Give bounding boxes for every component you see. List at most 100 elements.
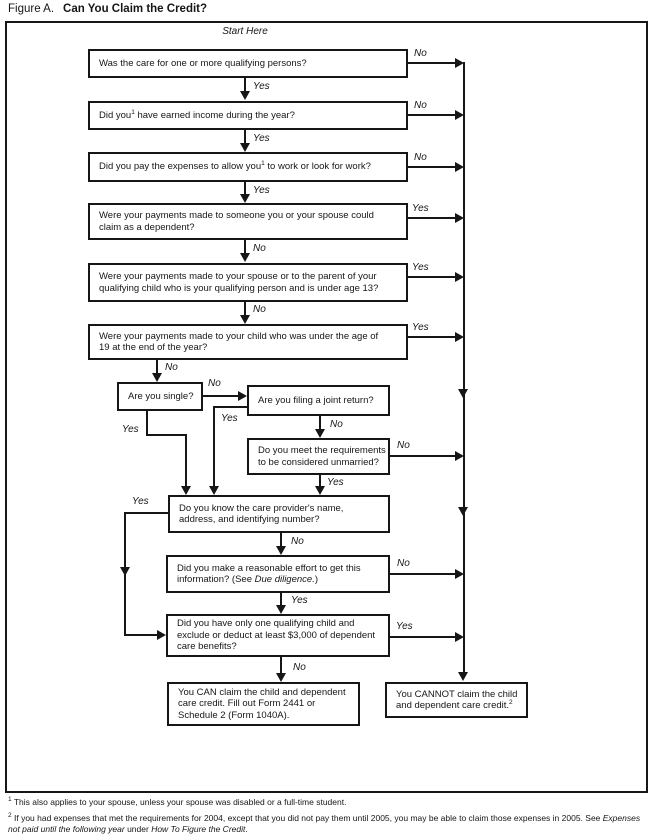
box-are-you-single-text: Are you single? <box>128 390 194 402</box>
footnote-ref-1: 1 <box>131 108 135 116</box>
arrow-pay-no-line <box>408 166 455 168</box>
arrow-qualifying-yes-line <box>244 78 246 92</box>
arrow-earned-yes-line <box>244 130 246 144</box>
box-one-qualifying-child-line2: exclude or deduct at least $3,000 of dep… <box>177 629 376 641</box>
arrow-dependent-yes-head <box>455 213 464 223</box>
collector-mid-arrow-1 <box>458 389 468 398</box>
arrow-one-child-no-line <box>280 657 282 673</box>
box-pay-expenses-pre: Did you pay the expenses to allow you <box>99 161 262 173</box>
box-earned-income-pre: Did you <box>99 109 132 121</box>
collector-line <box>463 62 465 673</box>
box-child-under-19-line1: Were your payments made to your child wh… <box>99 330 379 342</box>
label-provider-no: No <box>291 536 304 547</box>
box-cannot-claim-line2: and dependent care credit.2 <box>396 699 522 712</box>
box-provider-info-line2: address, and identifying number? <box>179 514 320 525</box>
box-reasonable-effort: Did you make a reasonable effort to get … <box>166 555 390 593</box>
arrow-unmarried-no-head <box>455 451 464 461</box>
arrow-joint-no-line <box>319 416 321 430</box>
box-cannot-claim-line2-text: and dependent care credit. <box>396 700 510 711</box>
arrow-pay-yes-head <box>240 194 250 203</box>
label-earned-yes: Yes <box>253 133 270 144</box>
box-can-claim-line2: care credit. Fill out Form 2441 or <box>178 698 316 710</box>
arrow-dependent-yes-line <box>408 217 455 219</box>
arrow-spouse-parent-yes-head <box>455 272 464 282</box>
box-joint-return-text: Are you filing a joint return? <box>258 394 374 406</box>
arrow-one-child-no-head <box>276 673 286 682</box>
collector-mid-arrow-2 <box>458 507 468 516</box>
label-unmarried-yes: Yes <box>327 477 344 488</box>
arrow-provider-yes-mid-head <box>120 567 130 576</box>
box-joint-return: Are you filing a joint return? <box>247 385 390 416</box>
arrow-child19-no-head <box>152 373 162 382</box>
arrow-provider-no-line <box>280 533 282 547</box>
arrow-spouse-parent-yes-line <box>408 276 455 278</box>
arrow-child19-yes-head <box>455 332 464 342</box>
arrow-qualifying-yes-head <box>240 91 250 100</box>
label-single-no: No <box>208 378 221 389</box>
label-one-child-yes: Yes <box>396 621 413 632</box>
label-dependent-no: No <box>253 243 266 254</box>
arrow-single-no-line <box>203 395 238 397</box>
footnote-ref-1: 1 <box>261 160 265 168</box>
arrow-into-cannot-box <box>458 672 468 681</box>
box-spouse-parent: Were your payments made to your spouse o… <box>88 263 408 302</box>
box-reasonable-effort-line2: information? (See Due diligence.) <box>177 574 384 586</box>
arrow-qualifying-no-line <box>408 62 455 64</box>
arrow-single-yes-seg1 <box>146 411 148 436</box>
box-child-under-19-line2: 19 at the end of the year? <box>99 342 208 353</box>
arrow-single-yes-head <box>181 486 191 495</box>
arrow-unmarried-yes-line <box>319 475 321 487</box>
box-spouse-parent-line1: Were your payments made to your spouse o… <box>99 271 377 282</box>
footnote-2-italic-how-to-figure: How To Figure the Credit <box>151 823 246 834</box>
arrow-dependent-no-head <box>240 253 250 262</box>
box-reasonable-effort-post: ) <box>314 574 319 585</box>
box-reasonable-effort-line1: Did you make a reasonable effort to get … <box>177 562 361 574</box>
box-can-claim: You CAN claim the child and dependent ca… <box>167 682 360 726</box>
label-joint-no: No <box>330 419 343 430</box>
figure-label: Figure A. <box>8 3 55 15</box>
footnote-2-mid: under <box>124 823 152 834</box>
box-are-you-single: Are you single? <box>117 382 203 411</box>
label-qualifying-no: No <box>414 48 427 59</box>
box-one-qualifying-child-line1: Did you have only one qualifying child a… <box>177 618 355 630</box>
arrow-effort-no-line <box>390 573 455 575</box>
footnote-1-marker: 1 <box>8 796 12 803</box>
footnote-2-marker: 2 <box>8 812 12 819</box>
arrow-earned-no-line <box>408 114 455 116</box>
label-child19-yes: Yes <box>412 322 429 333</box>
arrow-single-yes-seg3 <box>185 434 187 487</box>
arrow-provider-yes-seg1 <box>124 512 168 514</box>
arrow-spouse-parent-no-head <box>240 315 250 324</box>
arrow-one-child-yes-line <box>390 636 455 638</box>
box-earned-income: Did you1 have earned income during the y… <box>88 101 408 130</box>
box-qualifying-persons: Was the care for one or more qualifying … <box>88 49 408 78</box>
label-unmarried-no: No <box>397 440 410 451</box>
arrow-joint-no-head <box>315 429 325 438</box>
label-provider-yes: Yes <box>132 496 149 507</box>
footnote-2-italic-expenses: Expenses not paid until the following ye… <box>8 813 641 834</box>
label-pay-no: No <box>414 152 427 163</box>
arrow-joint-yes-seg1 <box>213 406 247 408</box>
box-pay-expenses: Did you pay the expenses to allow you1 t… <box>88 152 408 182</box>
box-provider-info: Do you know the care provider's name, ad… <box>168 495 390 533</box>
box-claim-dependent: Were your payments made to someone you o… <box>88 203 408 240</box>
label-qualifying-yes: Yes <box>253 81 270 92</box>
arrow-effort-yes-line <box>280 593 282 606</box>
box-one-qualifying-child: Did you have only one qualifying child a… <box>166 614 390 657</box>
arrow-provider-yes-seg3 <box>124 634 157 636</box>
arrow-earned-no-head <box>455 110 464 120</box>
label-joint-yes: Yes <box>221 413 238 424</box>
label-spouse-parent-no: No <box>253 304 266 315</box>
footnote-2-post: . <box>245 823 248 834</box>
box-considered-unmarried-line2: to be considered unmarried? <box>258 456 379 468</box>
box-considered-unmarried-line1: Do you meet the requirements <box>258 445 386 456</box>
arrow-unmarried-no-line <box>390 455 455 457</box>
box-pay-expenses-post: to work or look for work? <box>264 161 371 173</box>
label-spouse-parent-yes: Yes <box>412 262 429 273</box>
box-claim-dependent-line2: claim as a dependent? <box>99 221 195 233</box>
arrow-single-yes-seg2 <box>146 434 187 436</box>
arrow-provider-yes-head <box>157 630 166 640</box>
label-earned-no: No <box>414 100 427 111</box>
box-can-claim-line3: Schedule 2 (Form 1040A). <box>178 709 290 721</box>
